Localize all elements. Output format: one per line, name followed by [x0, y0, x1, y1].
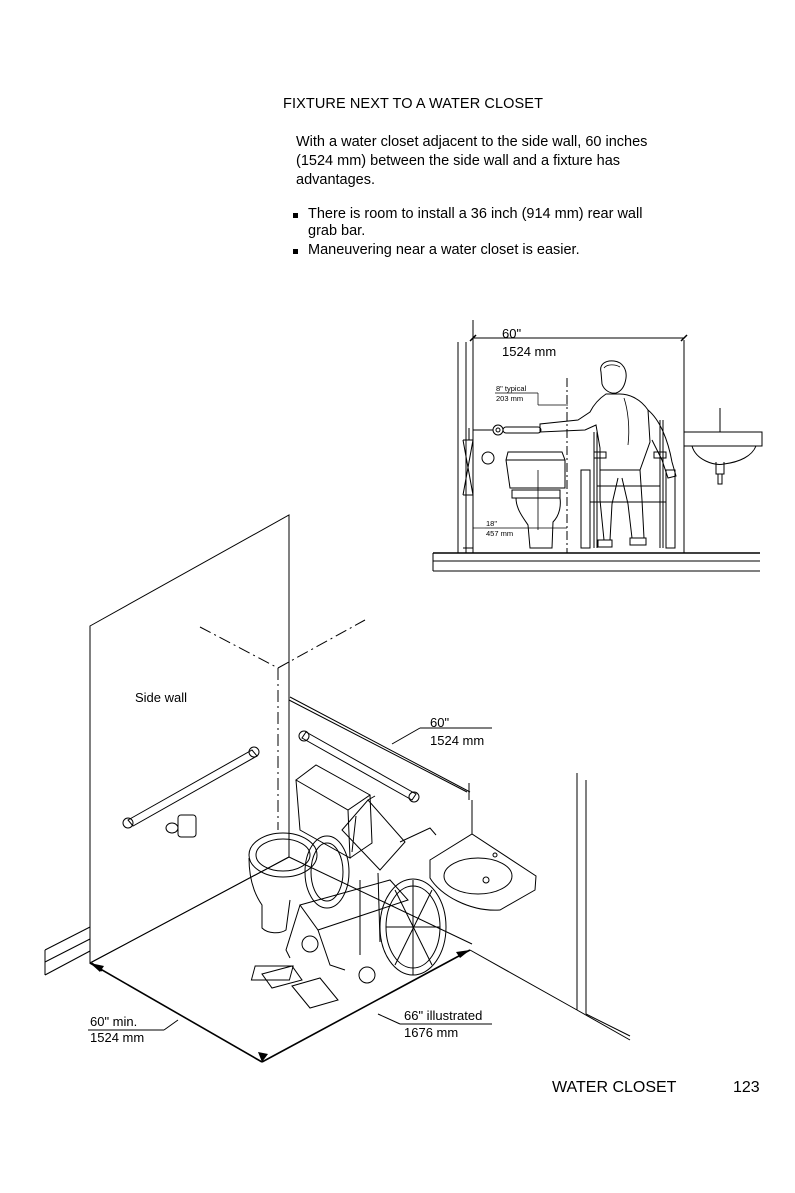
iso-rear-dim-in: 60": [430, 715, 449, 730]
iso-width-dim-mm: 1524 mm: [90, 1030, 144, 1045]
iso-depth-dim-in: 66" illustrated: [404, 1008, 482, 1023]
elevation-width-in: 60": [502, 326, 521, 341]
iso-centerlines: [199, 619, 366, 830]
iso-depth-dimension: 66" illustrated 1676 mm: [377, 1008, 492, 1040]
footer-section-title: WATER CLOSET: [552, 1079, 677, 1096]
iso-floor: [44, 856, 471, 1063]
iso-rear-dim-mm: 1524 mm: [430, 733, 484, 748]
iso-width-dimension: 60" min. 1524 mm: [88, 1014, 179, 1045]
elevation-view: 60" 1524 mm 8" typical 203 mm: [432, 320, 763, 572]
iso-toilet: [248, 764, 373, 934]
iso-side-grab-bar: [122, 746, 260, 829]
iso-width-dim-in: 60" min.: [90, 1014, 137, 1029]
page-heading: FIXTURE NEXT TO A WATER CLOSET: [283, 96, 544, 112]
side-wall-label: Side wall: [135, 690, 187, 705]
iso-lavatory: [429, 800, 537, 911]
elevation-centerline-in: 18": [486, 519, 497, 528]
isometric-view: Side wall: [44, 514, 631, 1063]
iso-depth-dim-mm: 1676 mm: [404, 1025, 458, 1040]
iso-rear-wall-edge: [288, 699, 468, 793]
iso-rear-grab-bar: [298, 730, 420, 803]
bullet-item: Maneuvering near a water closet is easie…: [292, 242, 672, 259]
bullet-item: There is room to install a 36 inch (914 …: [292, 206, 672, 240]
bullet-list: There is room to install a 36 inch (914 …: [292, 206, 672, 261]
elevation-offset-mm: 203 mm: [496, 394, 523, 403]
iso-paper-holder: [165, 814, 197, 838]
elevation-centerline-mm: 457 mm: [486, 529, 513, 538]
elevation-offset-in: 8" typical: [496, 384, 527, 393]
elevation-side-wall: [457, 320, 474, 553]
elevation-width-dimension: 60" 1524 mm: [469, 326, 688, 359]
elevation-grab-bar: [473, 424, 542, 436]
elevation-person-wheelchair: [539, 360, 677, 549]
iso-rear-dimension: 60" 1524 mm: [288, 690, 492, 800]
elevation-lavatory: [683, 408, 763, 485]
page-number: 123: [733, 1079, 760, 1096]
iso-wheelchair: [250, 795, 447, 1009]
elevation-paper-holder: [481, 451, 495, 465]
elevation-offset-dimension: 8" typical 203 mm: [495, 384, 568, 406]
elevation-toilet: [505, 451, 566, 549]
elevation-centerline-dimension: 18" 457 mm: [473, 519, 567, 538]
iso-right-partition: [469, 773, 631, 1041]
iso-side-wall: Side wall: [89, 514, 290, 964]
intro-paragraph: With a water closet adjacent to the side…: [296, 134, 648, 188]
elevation-width-mm: 1524 mm: [502, 344, 556, 359]
